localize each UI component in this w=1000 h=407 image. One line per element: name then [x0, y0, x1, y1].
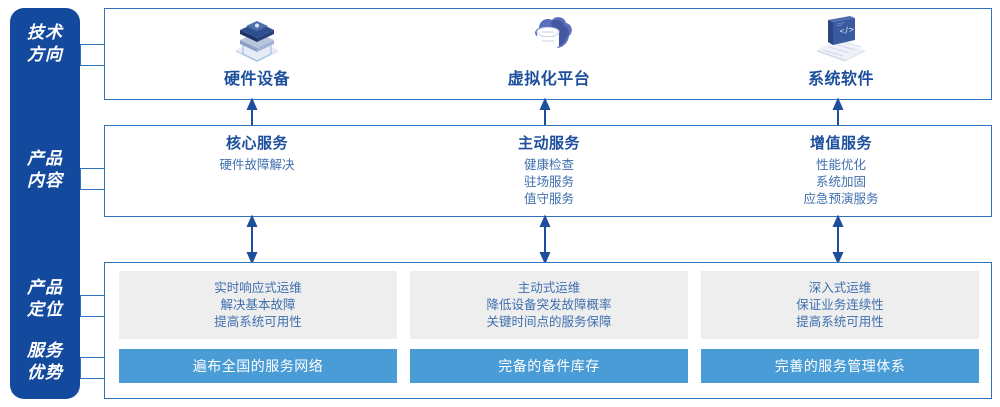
advantage-card-spare-parts[interactable]: 完备的备件库存: [410, 349, 688, 383]
positioning-line: 保证业务连续性: [796, 297, 884, 312]
connector-service-advantage: [80, 357, 105, 379]
positioning-line: 实时响应式运维: [214, 280, 302, 295]
content-column-item: 健康检查: [523, 158, 574, 172]
positioning-line: 降低设备突发故障概率: [486, 297, 612, 312]
content-column-item: 系统加固: [815, 175, 866, 189]
content-column-item: 应急预演服务: [803, 192, 879, 206]
rail-label-product-content: 产品 内容: [27, 149, 63, 190]
content-column-item: 驻场服务: [523, 175, 574, 189]
positioning-line: 关键时间点的服务保障: [486, 314, 612, 329]
advantage-label: 完善的服务管理体系: [774, 358, 906, 374]
tech-item-label: 系统软件: [807, 71, 874, 88]
connector-product-positioning: [80, 295, 105, 317]
svg-text:</>: </>: [839, 25, 855, 36]
advantage-label: 完备的备件库存: [498, 358, 600, 374]
tech-direction-panel: 硬件设备 虚拟化平台: [104, 8, 992, 100]
tech-item-label: 虚拟化平台: [507, 71, 591, 88]
tech-item-system-software[interactable]: </> 系统软件: [731, 13, 951, 97]
rail-label-service-advantage: 服务 优势: [27, 341, 63, 382]
content-column-title: 主动服务: [517, 135, 580, 152]
rail-label-product-positioning: 产品 定位: [27, 278, 63, 319]
positioning-line: 主动式运维: [517, 280, 581, 295]
arrows-content-to-positioning: [246, 214, 844, 265]
positioning-card-proactive[interactable]: 主动式运维 降低设备突发故障概率 关键时间点的服务保障: [410, 271, 688, 339]
arrows-content-to-tech: [246, 97, 844, 125]
product-content-panel: 核心服务 硬件故障解决 主动服务 健康检查 驻场服务 值守服务 增值服务 性能优…: [104, 125, 992, 217]
server-stack-icon: [147, 13, 367, 65]
advantage-card-service-network[interactable]: 遍布全国的服务网络: [119, 349, 397, 383]
tech-item-virtualization[interactable]: 虚拟化平台: [439, 13, 659, 97]
positioning-line: 提高系统可用性: [796, 314, 884, 329]
cloud-database-icon: [439, 13, 659, 65]
content-column-title: 增值服务: [809, 135, 872, 152]
laptop-code-icon: </>: [731, 13, 951, 65]
positioning-line: 深入式运维: [808, 280, 872, 295]
content-column-item: 值守服务: [523, 192, 574, 206]
positioning-line: 解决基本故障: [220, 297, 296, 312]
rail-label-tech-direction: 技术 方向: [27, 23, 63, 64]
tech-item-label: 硬件设备: [223, 71, 290, 88]
tech-item-hardware[interactable]: 硬件设备: [147, 13, 367, 97]
content-column-item: 硬件故障解决: [219, 158, 295, 172]
advantage-label: 遍布全国的服务网络: [192, 358, 324, 374]
content-column-value-added-service[interactable]: 增值服务 性能优化 系统加固 应急预演服务: [711, 132, 971, 208]
content-column-proactive-service[interactable]: 主动服务 健康检查 驻场服务 值守服务: [419, 132, 679, 208]
positioning-line: 提高系统可用性: [214, 314, 302, 329]
content-column-item: 性能优化: [815, 158, 866, 172]
category-rail: [10, 8, 80, 399]
connector-product-content: [80, 168, 105, 190]
advantage-card-management-system[interactable]: 完善的服务管理体系: [701, 349, 979, 383]
positioning-card-indepth[interactable]: 深入式运维 保证业务连续性 提高系统可用性: [701, 271, 979, 339]
positioning-card-realtime[interactable]: 实时响应式运维 解决基本故障 提高系统可用性: [119, 271, 397, 339]
content-column-title: 核心服务: [225, 135, 288, 152]
connector-tech-direction: [80, 44, 105, 66]
content-column-core-service[interactable]: 核心服务 硬件故障解决: [127, 132, 387, 174]
positioning-advantage-panel: 实时响应式运维 解决基本故障 提高系统可用性 遍布全国的服务网络 主动式运维 降…: [104, 262, 992, 399]
